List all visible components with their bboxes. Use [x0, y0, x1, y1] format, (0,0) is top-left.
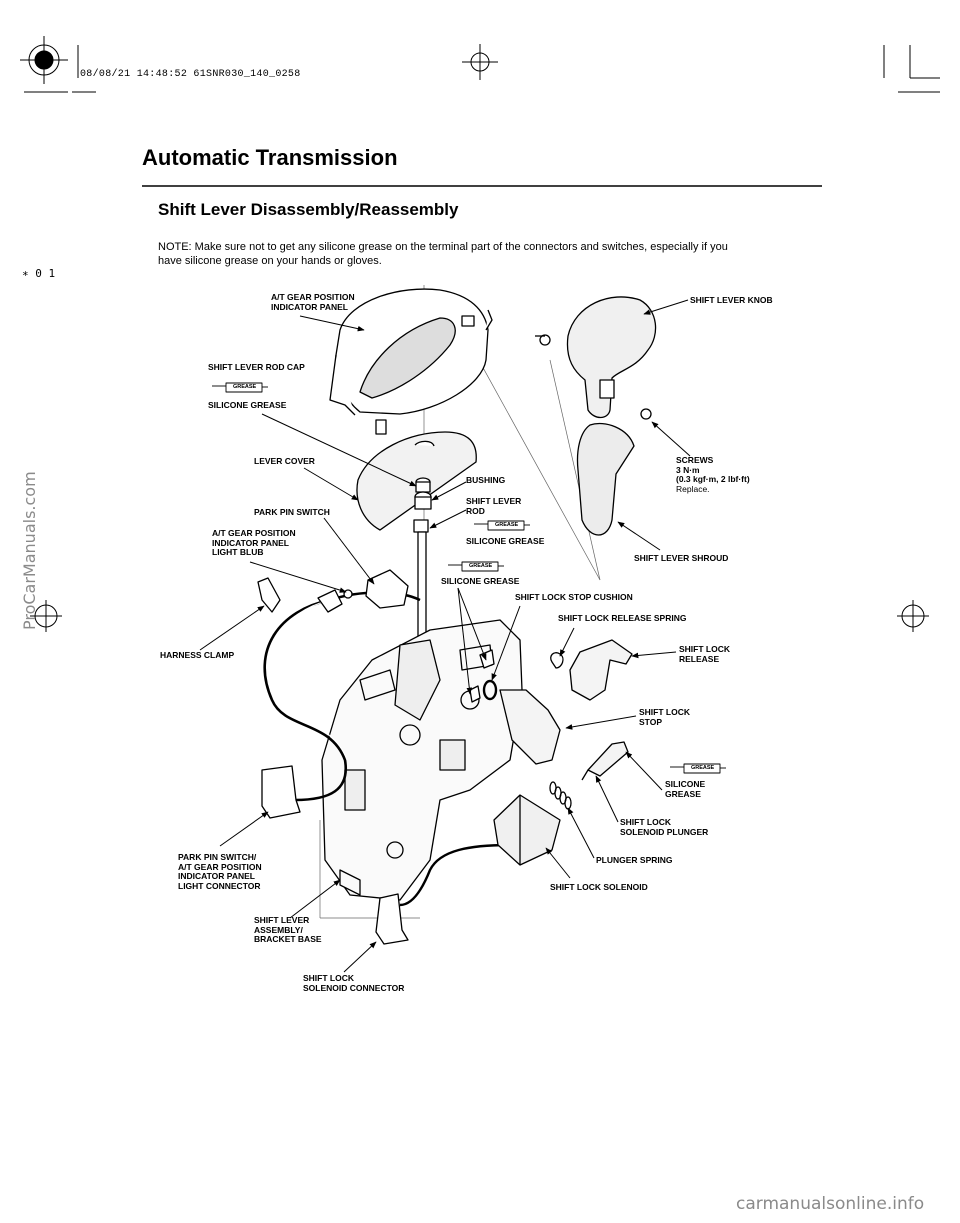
grease-tag: GREASE: [469, 563, 493, 569]
note-line-2: have silicone grease on your hands or gl…: [158, 255, 382, 267]
label-park-pin-switch: PARK PIN SWITCH: [254, 507, 330, 517]
label-shift-lock-solenoid: SHIFT LOCK SOLENOID: [550, 882, 648, 892]
at-gear-panel-drawing: [329, 288, 493, 435]
label-at-gear-light-bulb: A/T GEAR POSITION INDICATOR PANEL LIGHT …: [212, 528, 296, 557]
label-shift-lever-rod-cap: SHIFT LEVER ROD CAP: [208, 362, 305, 372]
label-shift-lock-stop: SHIFT LOCK STOP: [639, 707, 690, 727]
note-text: NOTE: Make sure not to get any silicone …: [158, 240, 838, 268]
label-screws-replace: Replace.: [676, 484, 710, 494]
label-shift-lock-release-spring: SHIFT LOCK RELEASE SPRING: [558, 613, 687, 623]
grease-tag: GREASE: [495, 522, 519, 528]
label-shift-lock-stop-cushion: SHIFT LOCK STOP CUSHION: [515, 592, 633, 602]
label-shift-lock-solenoid-connector: SHIFT LOCK SOLENOID CONNECTOR: [303, 973, 405, 993]
label-park-pin-switch-connector: PARK PIN SWITCH/ A/T GEAR POSITION INDIC…: [178, 852, 262, 891]
grease-tag: GREASE: [233, 384, 257, 390]
page-title: Automatic Transmission: [142, 145, 398, 170]
grease-tag: GREASE: [691, 765, 715, 771]
print-stamp: 08/08/21 14:48:52 61SNR030_140_0258: [80, 69, 301, 80]
label-at-gear-position-indicator-panel: A/T GEAR POSITION INDICATOR PANEL: [271, 292, 355, 312]
footer-watermark: carmanualsonline.info: [736, 1194, 925, 1214]
label-shift-lever-rod: SHIFT LEVER ROD: [466, 496, 522, 516]
side-watermark: ProCarManuals.com: [20, 471, 39, 630]
label-shift-lever-shroud: SHIFT LEVER SHROUD: [634, 553, 729, 563]
margin-marker: ∗ 0 1: [22, 267, 56, 280]
label-lever-cover: LEVER COVER: [254, 456, 315, 466]
label-bushing: BUSHING: [466, 475, 506, 485]
label-plunger-spring: PLUNGER SPRING: [596, 855, 673, 865]
label-silicone-grease: SILICONE GREASE: [441, 576, 520, 586]
label-shift-lever-assembly: SHIFT LEVER ASSEMBLY/ BRACKET BASE: [254, 915, 322, 944]
label-shift-lock-release: SHIFT LOCK RELEASE: [679, 644, 730, 664]
knob-drawing: [535, 296, 657, 420]
section-title: Shift Lever Disassembly/Reassembly: [158, 200, 459, 219]
label-silicone-grease: SILICONE GREASE: [208, 400, 287, 410]
label-screws: SCREWS 3 N·m (0.3 kgf·m, 2 lbf·ft): [676, 455, 750, 484]
label-shift-lever-knob: SHIFT LEVER KNOB: [690, 295, 773, 305]
note-line-1: NOTE: Make sure not to get any silicone …: [158, 241, 728, 253]
label-harness-clamp: HARNESS CLAMP: [160, 650, 235, 660]
label-silicone-grease: SILICONE GREASE: [466, 536, 545, 546]
label-shift-lock-solenoid-plunger: SHIFT LOCK SOLENOID PLUNGER: [620, 817, 709, 837]
label-silicone-grease: SILICONE GREASE: [665, 779, 706, 799]
